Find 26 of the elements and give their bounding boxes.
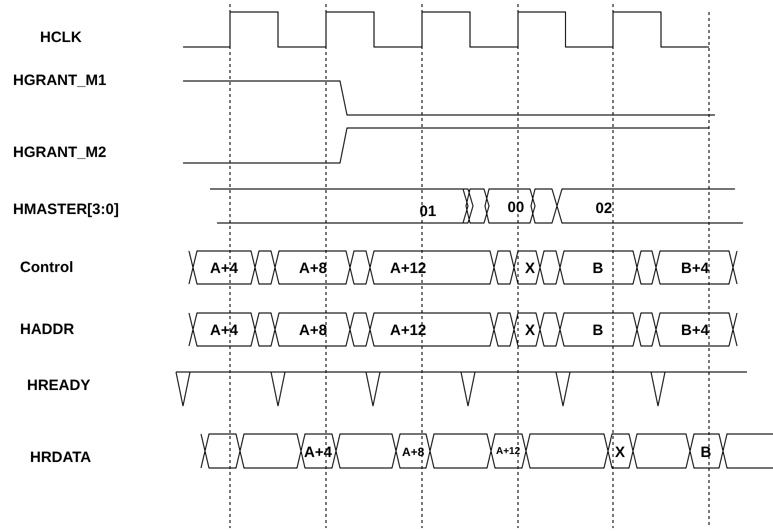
bus-value: A+8 — [299, 322, 327, 338]
bus-value: A+12 — [390, 260, 426, 276]
bus-value: 01 — [420, 204, 436, 218]
bus-value: A+8 — [299, 260, 327, 276]
signal-name: Control — [20, 260, 74, 274]
bus-value: B+4 — [681, 322, 709, 338]
bus-value: X — [615, 444, 626, 460]
signal-name: HMASTER[3:0] — [13, 202, 119, 216]
signal-name: HRDATA — [30, 450, 92, 464]
bus-value: A+4 — [210, 260, 238, 276]
bus-value: B+4 — [681, 260, 709, 276]
bus-value: A+4 — [210, 322, 238, 338]
signal-name: HADDR — [20, 322, 74, 336]
bus-value: B — [592, 322, 604, 338]
signal-name: HGRANT_M1 — [13, 72, 106, 88]
signal-name: HREADY — [27, 378, 90, 392]
bus-value: 02 — [596, 200, 612, 216]
bus-value: A+12 — [496, 447, 520, 457]
bus-value: B — [700, 444, 712, 460]
bus-value: X — [525, 322, 536, 338]
bus-value: A+4 — [304, 444, 332, 460]
bus-value: A+12 — [390, 322, 426, 338]
bus-value: X — [525, 260, 536, 276]
bus-value: B — [592, 260, 604, 276]
signal-name: HCLK — [40, 30, 82, 44]
signal-name: HGRANT_M2 — [13, 144, 106, 160]
